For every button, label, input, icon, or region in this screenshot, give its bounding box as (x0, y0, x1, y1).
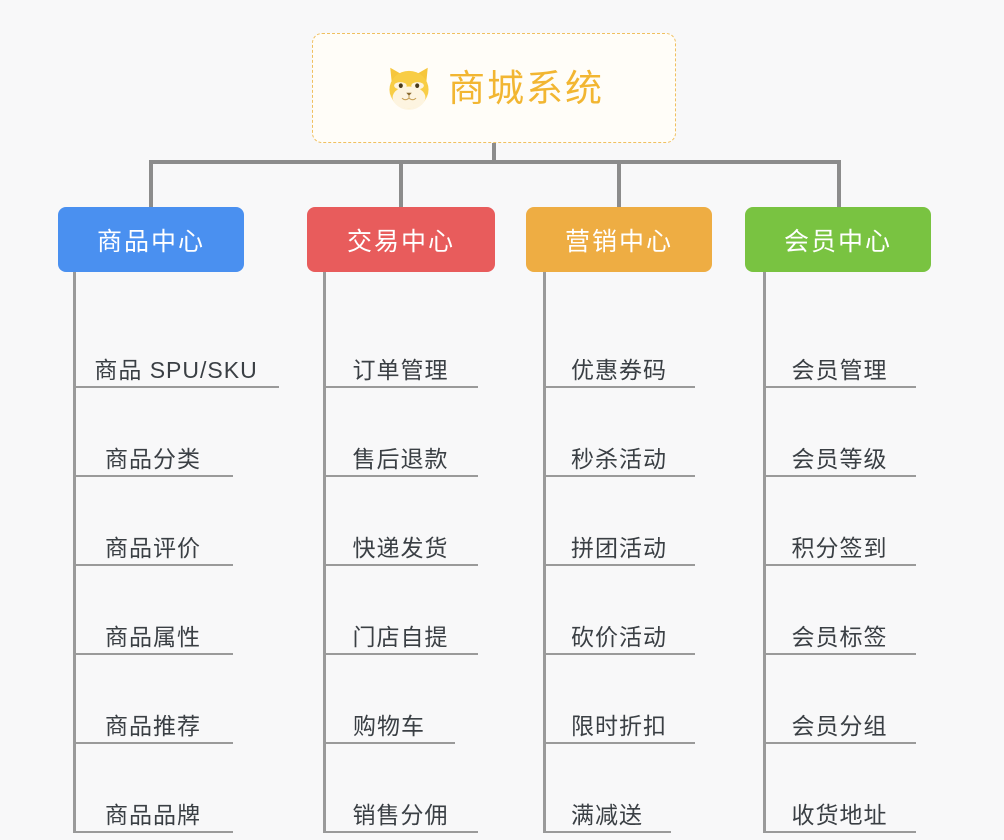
leaf-item[interactable]: 售后退款 (323, 421, 478, 477)
leaf-item[interactable]: 砍价活动 (543, 599, 695, 655)
leaf-label: 满减送 (571, 801, 643, 828)
column-spine (73, 272, 76, 833)
leaf-item[interactable]: 商品推荐 (73, 688, 233, 744)
category-box-trade-center[interactable]: 交易中心 (307, 207, 495, 272)
leaf-item[interactable]: 门店自提 (323, 599, 478, 655)
leaf-item[interactable]: 满减送 (543, 777, 671, 833)
shiba-dog-icon (389, 67, 429, 110)
leaf-label: 商品评价 (105, 534, 201, 561)
leaf-item[interactable]: 购物车 (323, 688, 455, 744)
root-title: 商城系统 (448, 67, 604, 109)
leaf-item[interactable]: 会员等级 (763, 421, 916, 477)
connector-horizontal-bus (149, 160, 841, 164)
leaf-label: 商品品牌 (105, 801, 201, 828)
leaf-label: 销售分佣 (352, 801, 449, 828)
column-spine (323, 272, 326, 833)
leaf-item[interactable]: 拼团活动 (543, 510, 695, 566)
leaf-item[interactable]: 订单管理 (323, 332, 478, 388)
leaf-item[interactable]: 快递发货 (323, 510, 478, 566)
leaf-label: 快递发货 (352, 534, 449, 561)
category-box-product-center[interactable]: 商品中心 (58, 207, 244, 272)
category-label: 会员中心 (783, 227, 892, 256)
category-box-marketing-center[interactable]: 营销中心 (526, 207, 712, 272)
connector-drop-product-center (149, 160, 153, 207)
leaf-label: 商品 SPU/SKU (94, 356, 258, 383)
category-box-member-center[interactable]: 会员中心 (745, 207, 931, 272)
leaf-item[interactable]: 优惠券码 (543, 332, 695, 388)
column-spine (763, 272, 766, 833)
leaf-label: 商品推荐 (105, 712, 201, 739)
category-label: 交易中心 (346, 227, 455, 256)
leaf-item[interactable]: 会员管理 (763, 332, 916, 388)
leaf-item[interactable]: 秒杀活动 (543, 421, 695, 477)
connector-drop-marketing-center (617, 160, 621, 207)
category-label: 营销中心 (564, 227, 673, 256)
leaf-label: 会员管理 (791, 356, 888, 383)
connector-drop-trade-center (399, 160, 403, 207)
leaf-label: 收货地址 (791, 801, 888, 828)
leaf-label: 会员等级 (791, 445, 888, 472)
leaf-item[interactable]: 商品属性 (73, 599, 233, 655)
leaf-item[interactable]: 商品品牌 (73, 777, 233, 833)
leaf-item[interactable]: 会员标签 (763, 599, 916, 655)
leaf-label: 商品分类 (105, 445, 201, 472)
leaf-item[interactable]: 商品分类 (73, 421, 233, 477)
leaf-label: 售后退款 (352, 445, 449, 472)
leaf-label: 订单管理 (352, 356, 449, 383)
leaf-item[interactable]: 积分签到 (763, 510, 916, 566)
leaf-label: 商品属性 (105, 623, 201, 650)
leaf-label: 会员分组 (791, 712, 888, 739)
leaf-item[interactable]: 收货地址 (763, 777, 916, 833)
leaf-item[interactable]: 商品 SPU/SKU (73, 332, 279, 388)
root-node[interactable]: 商城系统 (312, 33, 676, 143)
connector-drop-member-center (837, 160, 841, 207)
leaf-item[interactable]: 限时折扣 (543, 688, 695, 744)
leaf-label: 优惠券码 (571, 356, 667, 383)
leaf-label: 限时折扣 (571, 712, 667, 739)
column-spine (543, 272, 546, 833)
leaf-item[interactable]: 会员分组 (763, 688, 916, 744)
leaf-label: 砍价活动 (571, 623, 667, 650)
leaf-label: 积分签到 (791, 534, 888, 561)
leaf-item[interactable]: 销售分佣 (323, 777, 478, 833)
leaf-label: 门店自提 (352, 623, 449, 650)
leaf-item[interactable]: 商品评价 (73, 510, 233, 566)
leaf-label: 会员标签 (791, 623, 888, 650)
category-label: 商品中心 (96, 227, 205, 256)
leaf-label: 拼团活动 (571, 534, 667, 561)
leaf-label: 购物车 (353, 712, 425, 739)
connector-root-stem (492, 143, 496, 164)
leaf-label: 秒杀活动 (571, 445, 667, 472)
